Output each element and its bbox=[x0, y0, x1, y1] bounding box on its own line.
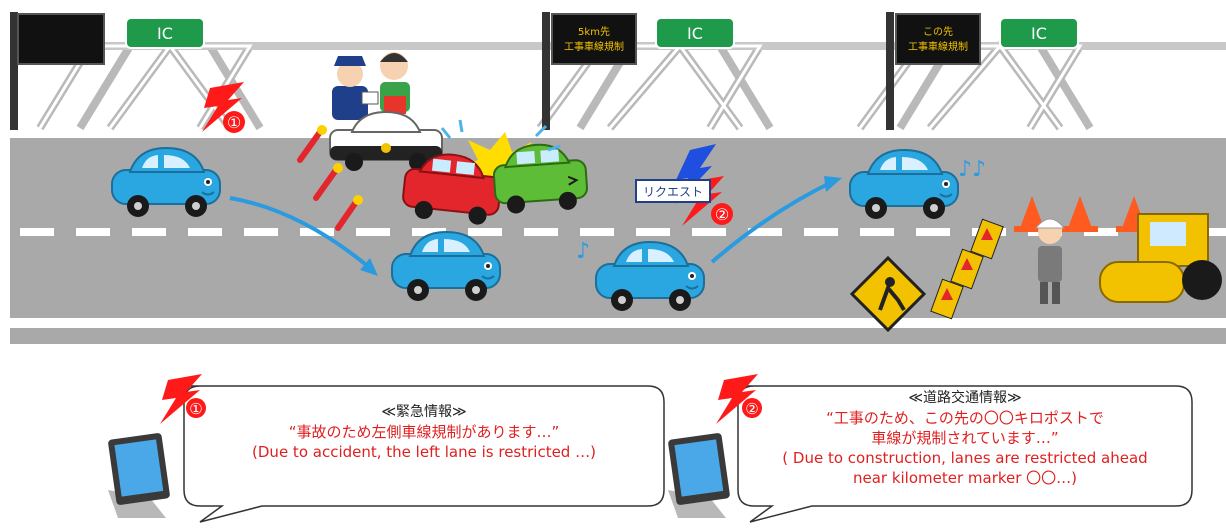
request-tag bbox=[635, 179, 711, 203]
lane-dash bbox=[356, 228, 390, 236]
bubble-1-line-1: “事故のため左側車線規制があります…” bbox=[288, 423, 560, 441]
lane-dash bbox=[692, 228, 726, 236]
ic-sign-1 bbox=[125, 17, 205, 49]
bubble-1-translation-1: (Due to accident, the left lane is restr… bbox=[252, 443, 596, 461]
ic-sign-2 bbox=[655, 17, 735, 49]
bubble-2-line-2: 車線が規制されています…” bbox=[871, 429, 1059, 447]
road-roller bbox=[1099, 213, 1222, 303]
police-officer bbox=[332, 56, 379, 120]
lane-dash bbox=[860, 228, 894, 236]
ic-sign-3-label: IC bbox=[1031, 24, 1047, 43]
driver-person bbox=[380, 52, 410, 114]
lane-arrow-boards bbox=[930, 218, 1004, 320]
lane-dash bbox=[1084, 228, 1118, 236]
lane-dash bbox=[748, 228, 782, 236]
marker-1-bg bbox=[223, 111, 245, 133]
sign3-line2: 工事車線規制 bbox=[908, 40, 968, 53]
impact-sparks bbox=[440, 119, 561, 152]
sign-poles bbox=[10, 12, 894, 130]
bubble-2-translation-1: ( Due to construction, lanes are restric… bbox=[782, 449, 1148, 467]
sign3-line1: この先 bbox=[923, 26, 953, 38]
police-car bbox=[329, 110, 443, 171]
lane-dash bbox=[20, 228, 54, 236]
road-edge-top bbox=[10, 128, 1226, 138]
lane-dash bbox=[244, 228, 278, 236]
bubble-2-marker: ② bbox=[745, 400, 758, 418]
lane-dash bbox=[1196, 228, 1226, 236]
movement-arrows bbox=[229, 180, 833, 270]
ic-sign-2-label: IC bbox=[687, 24, 703, 43]
music-note-icon: ♪ bbox=[576, 239, 590, 264]
tablet-device-1 bbox=[108, 433, 170, 518]
bubble-2-text: ≪道路交通情報≫ “工事のため、この先の〇〇キロポストで 車線が規制されています… bbox=[738, 388, 1192, 488]
tablet-device-2 bbox=[668, 433, 730, 518]
construction-warning-sign bbox=[849, 255, 927, 333]
marker-2-bg bbox=[711, 203, 733, 225]
lane-dash bbox=[76, 228, 110, 236]
crashed-green-car bbox=[492, 143, 589, 214]
ic-sign-1-label: IC bbox=[157, 24, 173, 43]
lane-dash bbox=[468, 228, 502, 236]
lane-dash bbox=[636, 228, 670, 236]
road-flares bbox=[297, 129, 359, 231]
bubble-1-marker-bg bbox=[186, 398, 206, 418]
request-label: リクエスト bbox=[643, 185, 703, 199]
lane-dash bbox=[524, 228, 558, 236]
bubble-1-marker: ① bbox=[189, 400, 202, 418]
lane-dash bbox=[804, 228, 838, 236]
lane-dash bbox=[916, 228, 950, 236]
lane-dash bbox=[580, 228, 614, 236]
bubble-2-marker-bg bbox=[742, 398, 762, 418]
sign2-line2: 工事車線規制 bbox=[564, 40, 624, 53]
bubble-2-heading: ≪道路交通情報≫ bbox=[908, 390, 1022, 406]
road-edge-bottom bbox=[10, 318, 1226, 328]
bubble-2-line-1: “工事のため、この先の〇〇キロポストで bbox=[826, 409, 1104, 427]
bubble-2-translation-2: near kilometer marker 〇〇…) bbox=[852, 469, 1078, 487]
variable-message-sign-2 bbox=[551, 13, 637, 65]
marker-2-label: ② bbox=[715, 205, 729, 224]
music-notes-icon: ♪♪ bbox=[958, 157, 986, 182]
variable-message-sign-1 bbox=[17, 13, 105, 65]
sign2-line1: 5km先 bbox=[578, 26, 610, 38]
lane-dash bbox=[132, 228, 166, 236]
lane-dash bbox=[188, 228, 222, 236]
bubble-1-heading: ≪緊急情報≫ bbox=[381, 404, 467, 420]
road-worker bbox=[1034, 218, 1066, 304]
marker-1-label: ① bbox=[227, 113, 241, 132]
lane-dash bbox=[412, 228, 446, 236]
bubble-1-text: ≪緊急情報≫ “事故のため左側車線規制があります…” (Due to accid… bbox=[184, 402, 664, 462]
variable-message-sign-3 bbox=[895, 13, 981, 65]
ic-sign-3 bbox=[999, 17, 1079, 49]
